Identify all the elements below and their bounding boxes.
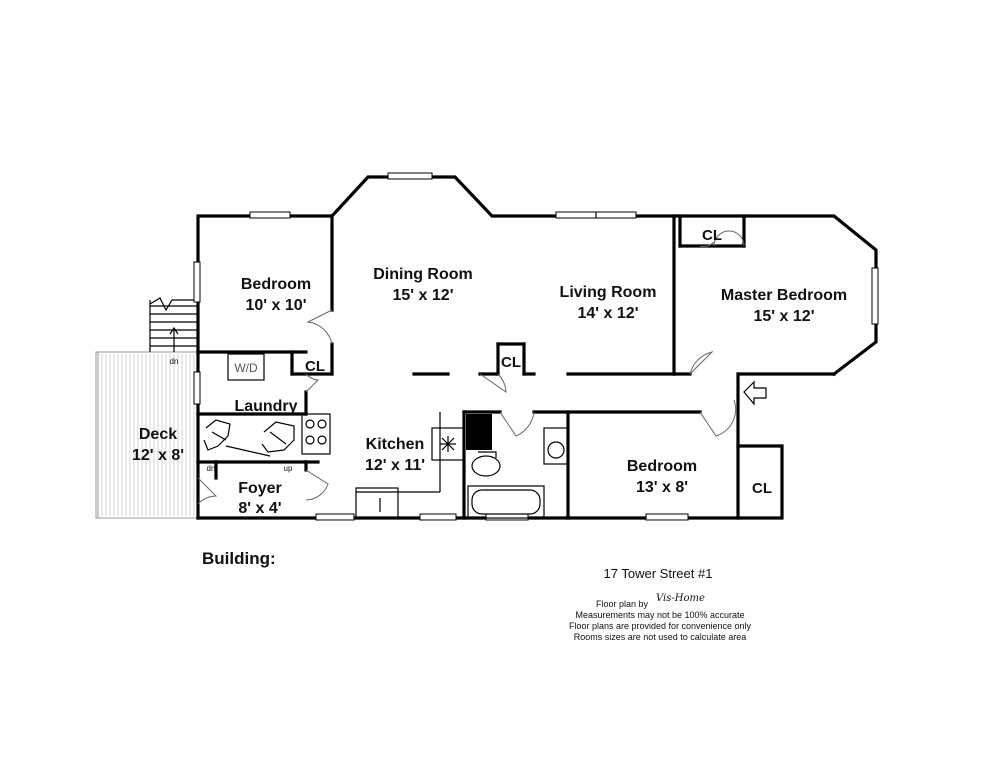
- deck-boards: [101, 354, 195, 516]
- floor-plan-by-label: Floor plan by: [596, 599, 649, 609]
- brand-logo: Vis-Home: [656, 593, 705, 604]
- dining-room-name: Dining Room: [373, 266, 473, 283]
- building-label: Building:: [202, 549, 276, 568]
- bedroom-small-size: 10' x 10': [246, 297, 307, 314]
- interior-walls: [196, 214, 746, 520]
- bedroom-small-name: Bedroom: [241, 276, 311, 293]
- closet-label: CL: [752, 480, 772, 497]
- toilet-icon: [471, 451, 501, 477]
- kitchen-name: Kitchen: [366, 436, 425, 453]
- master-bedroom-name: Master Bedroom: [721, 287, 847, 304]
- sink-icon: [543, 427, 569, 465]
- foyer-name: Foyer: [238, 480, 282, 497]
- deck-size: 12' x 8': [132, 447, 184, 464]
- deck-name: Deck: [139, 426, 177, 443]
- chimney-icon: [466, 414, 492, 450]
- fixtures: [203, 353, 569, 519]
- master-bedroom-size: 15' x 12': [754, 308, 815, 325]
- exterior-stairs: [149, 297, 199, 352]
- stove-icon: [301, 413, 331, 455]
- kitchen-size: 12' x 11': [365, 457, 425, 474]
- stairs-down-label: dn: [170, 357, 179, 366]
- washer-dryer-icon: [227, 353, 265, 381]
- bedroom-rear-name: Bedroom: [627, 458, 697, 475]
- living-room-name: Living Room: [560, 284, 657, 301]
- doors: [197, 230, 745, 505]
- laundry-name: Laundry: [234, 398, 297, 415]
- foyer-size: 8' x 4': [238, 500, 281, 517]
- interior-stairs: [203, 419, 295, 457]
- stairs-up-label: up: [284, 464, 293, 473]
- closet-label: CL: [305, 358, 325, 375]
- bathtub-icon: [467, 485, 545, 519]
- credits: Floor plan by Vis-Home Measurements may …: [569, 593, 752, 642]
- disclaimer-line: Floor plans are provided for convenience…: [569, 621, 752, 631]
- closet-label: CL: [702, 227, 722, 244]
- counter-icon: [355, 487, 399, 519]
- bedroom-rear-size: 13' x 8': [636, 479, 688, 496]
- stairs-down-label: dn: [207, 464, 216, 473]
- living-room-size: 14' x 12': [578, 305, 639, 322]
- closet-label: CL: [501, 354, 521, 371]
- deck-area: [95, 351, 199, 519]
- exterior-walls: [196, 175, 878, 520]
- washer-dryer-label: W/D: [234, 361, 258, 375]
- fan-icon: [431, 427, 465, 461]
- address-label: 17 Tower Street #1: [604, 566, 713, 581]
- windows: [193, 172, 879, 521]
- entry-arrow-icon: [743, 380, 767, 406]
- dining-room-size: 15' x 12': [393, 287, 454, 304]
- disclaimer-line: Measurements may not be 100% accurate: [575, 610, 744, 620]
- room-labels: Bedroom 10' x 10' Dining Room 15' x 12' …: [132, 227, 847, 517]
- disclaimer-line: Rooms sizes are not used to calculate ar…: [574, 632, 747, 642]
